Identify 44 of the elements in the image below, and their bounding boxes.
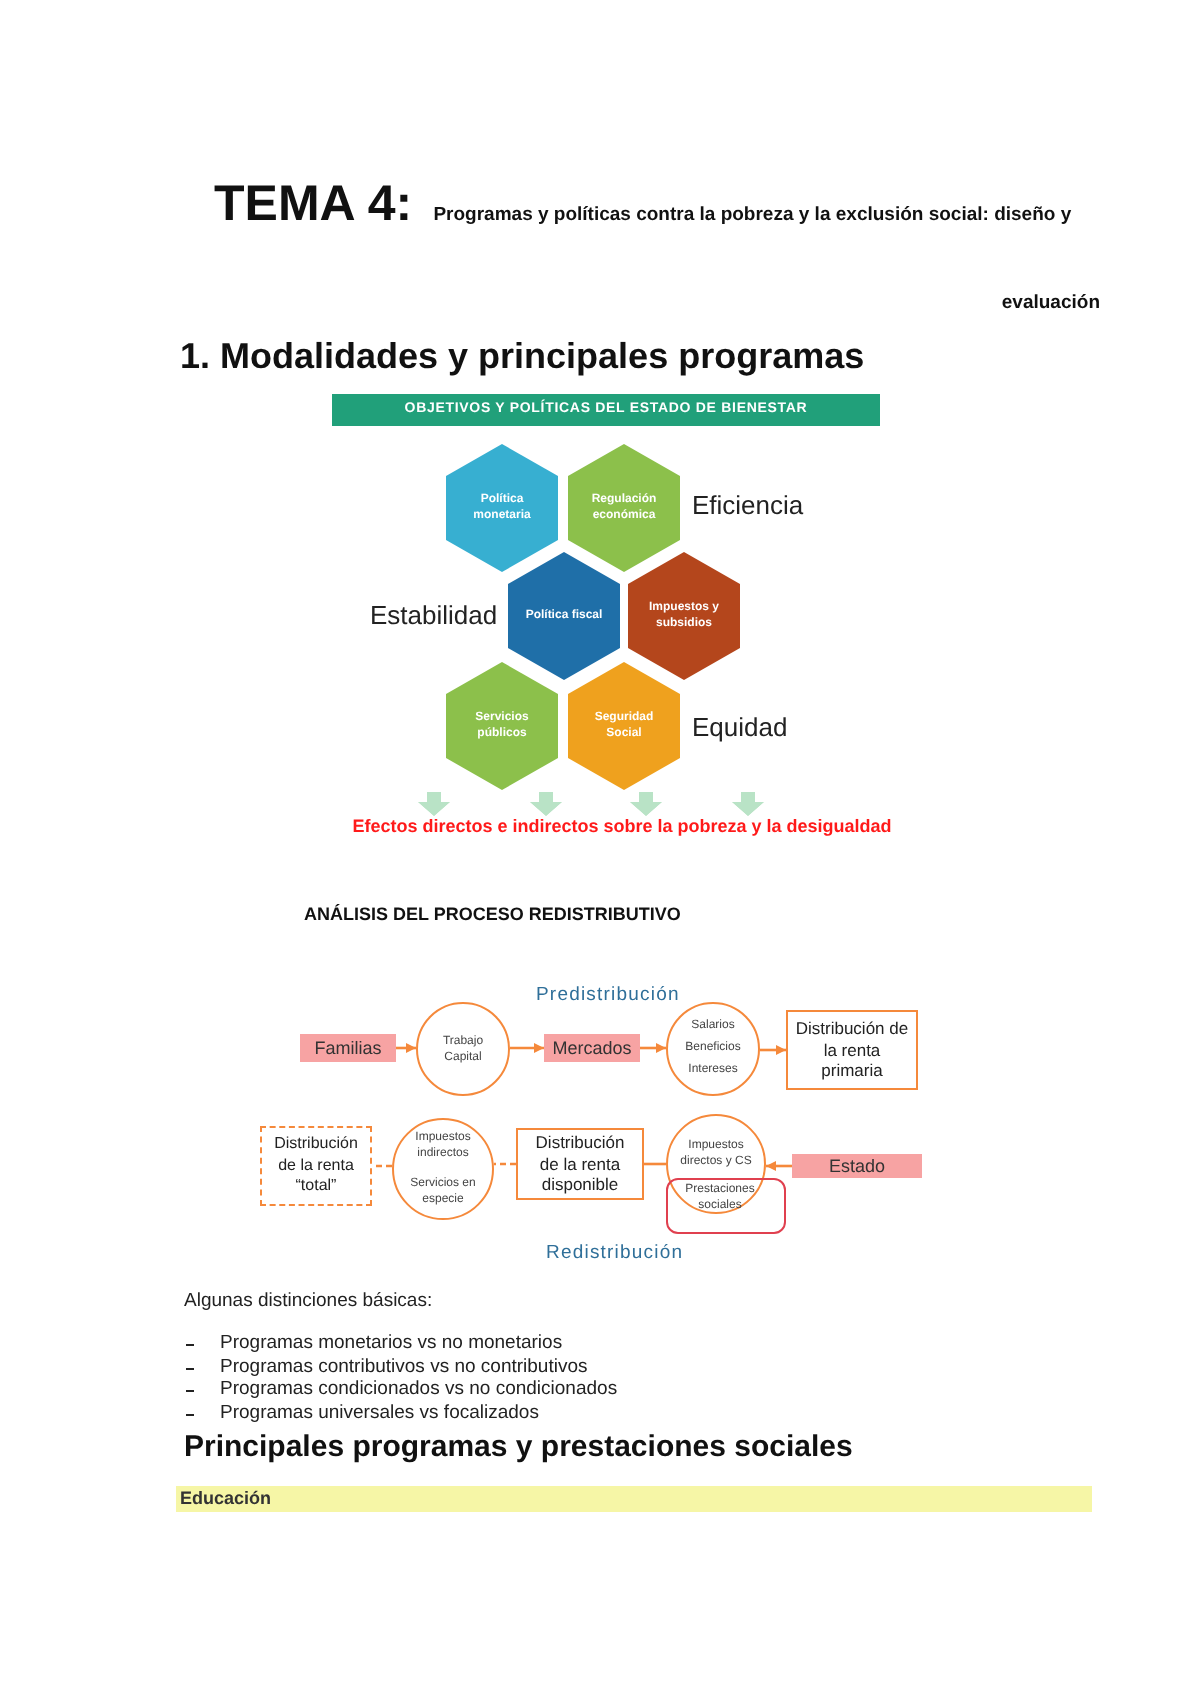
flow-arrow: [640, 1043, 666, 1053]
process-box: Estado: [792, 1154, 922, 1178]
flow-arrow: [766, 1161, 792, 1171]
section-heading: 1. Modalidades y principales programas: [180, 334, 865, 378]
list-item: Programas universales vs focalizados: [220, 1401, 539, 1423]
phase-label: Predistribución: [536, 984, 680, 1006]
flow-circle: [666, 1002, 760, 1096]
phase-label: Redistribución: [546, 1242, 684, 1264]
flow-circle: [392, 1118, 494, 1220]
hexagon: [508, 552, 620, 680]
process-box: Mercados: [544, 1034, 640, 1062]
block-arrow: [530, 792, 562, 816]
list-item: Programas contributivos vs no contributivos: [220, 1355, 588, 1377]
outcome-text: Efectos directos e indirectos sobre la pobreza y la desigualdad: [352, 816, 892, 838]
objective-label: Eficiencia: [692, 490, 804, 520]
objective-label: Estabilidad: [370, 600, 498, 630]
block-arrow: [732, 792, 764, 816]
figure-label: ANÁLISIS DEL PROCESO REDISTRIBUTIVO: [304, 904, 681, 926]
connector-line: [372, 1164, 392, 1168]
output-box: Distribución de la renta disponible: [516, 1128, 644, 1200]
connector-line: [493, 1162, 516, 1166]
block-arrow: [630, 792, 662, 816]
hexagon: [446, 662, 558, 790]
dashed-output-box: Distribución de la renta “total”: [260, 1126, 372, 1206]
flow-circle: [666, 1114, 766, 1214]
flow-arrow: [396, 1043, 416, 1053]
hexagon: [568, 444, 680, 572]
list-item: Programas condicionados vs no condicionados: [220, 1378, 618, 1400]
flow-arrow: [760, 1045, 786, 1055]
flow-circle: [416, 1002, 510, 1096]
page-title: TEMA 4: Programas y políticas contra la pobreza y la exclusión social: diseño y evaluación: [214, 174, 1100, 318]
hexagon: [568, 662, 680, 790]
category-band: Educación: [176, 1486, 1092, 1512]
flow-arrow: [510, 1043, 544, 1053]
process-box: Familias: [300, 1034, 396, 1062]
list-item: Programas monetarios vs no monetarios: [220, 1332, 563, 1354]
block-arrow: [418, 792, 450, 816]
connector-line: [644, 1162, 666, 1166]
objective-label: Equidad: [692, 712, 788, 742]
output-box: Distribución de la renta primaria: [786, 1010, 918, 1090]
hexagon: [446, 444, 558, 572]
hexagon: [628, 552, 740, 680]
subsection-heading: Principales programas y prestaciones sociales: [184, 1430, 853, 1466]
intro-text: Algunas distinciones básicas:: [184, 1290, 433, 1312]
